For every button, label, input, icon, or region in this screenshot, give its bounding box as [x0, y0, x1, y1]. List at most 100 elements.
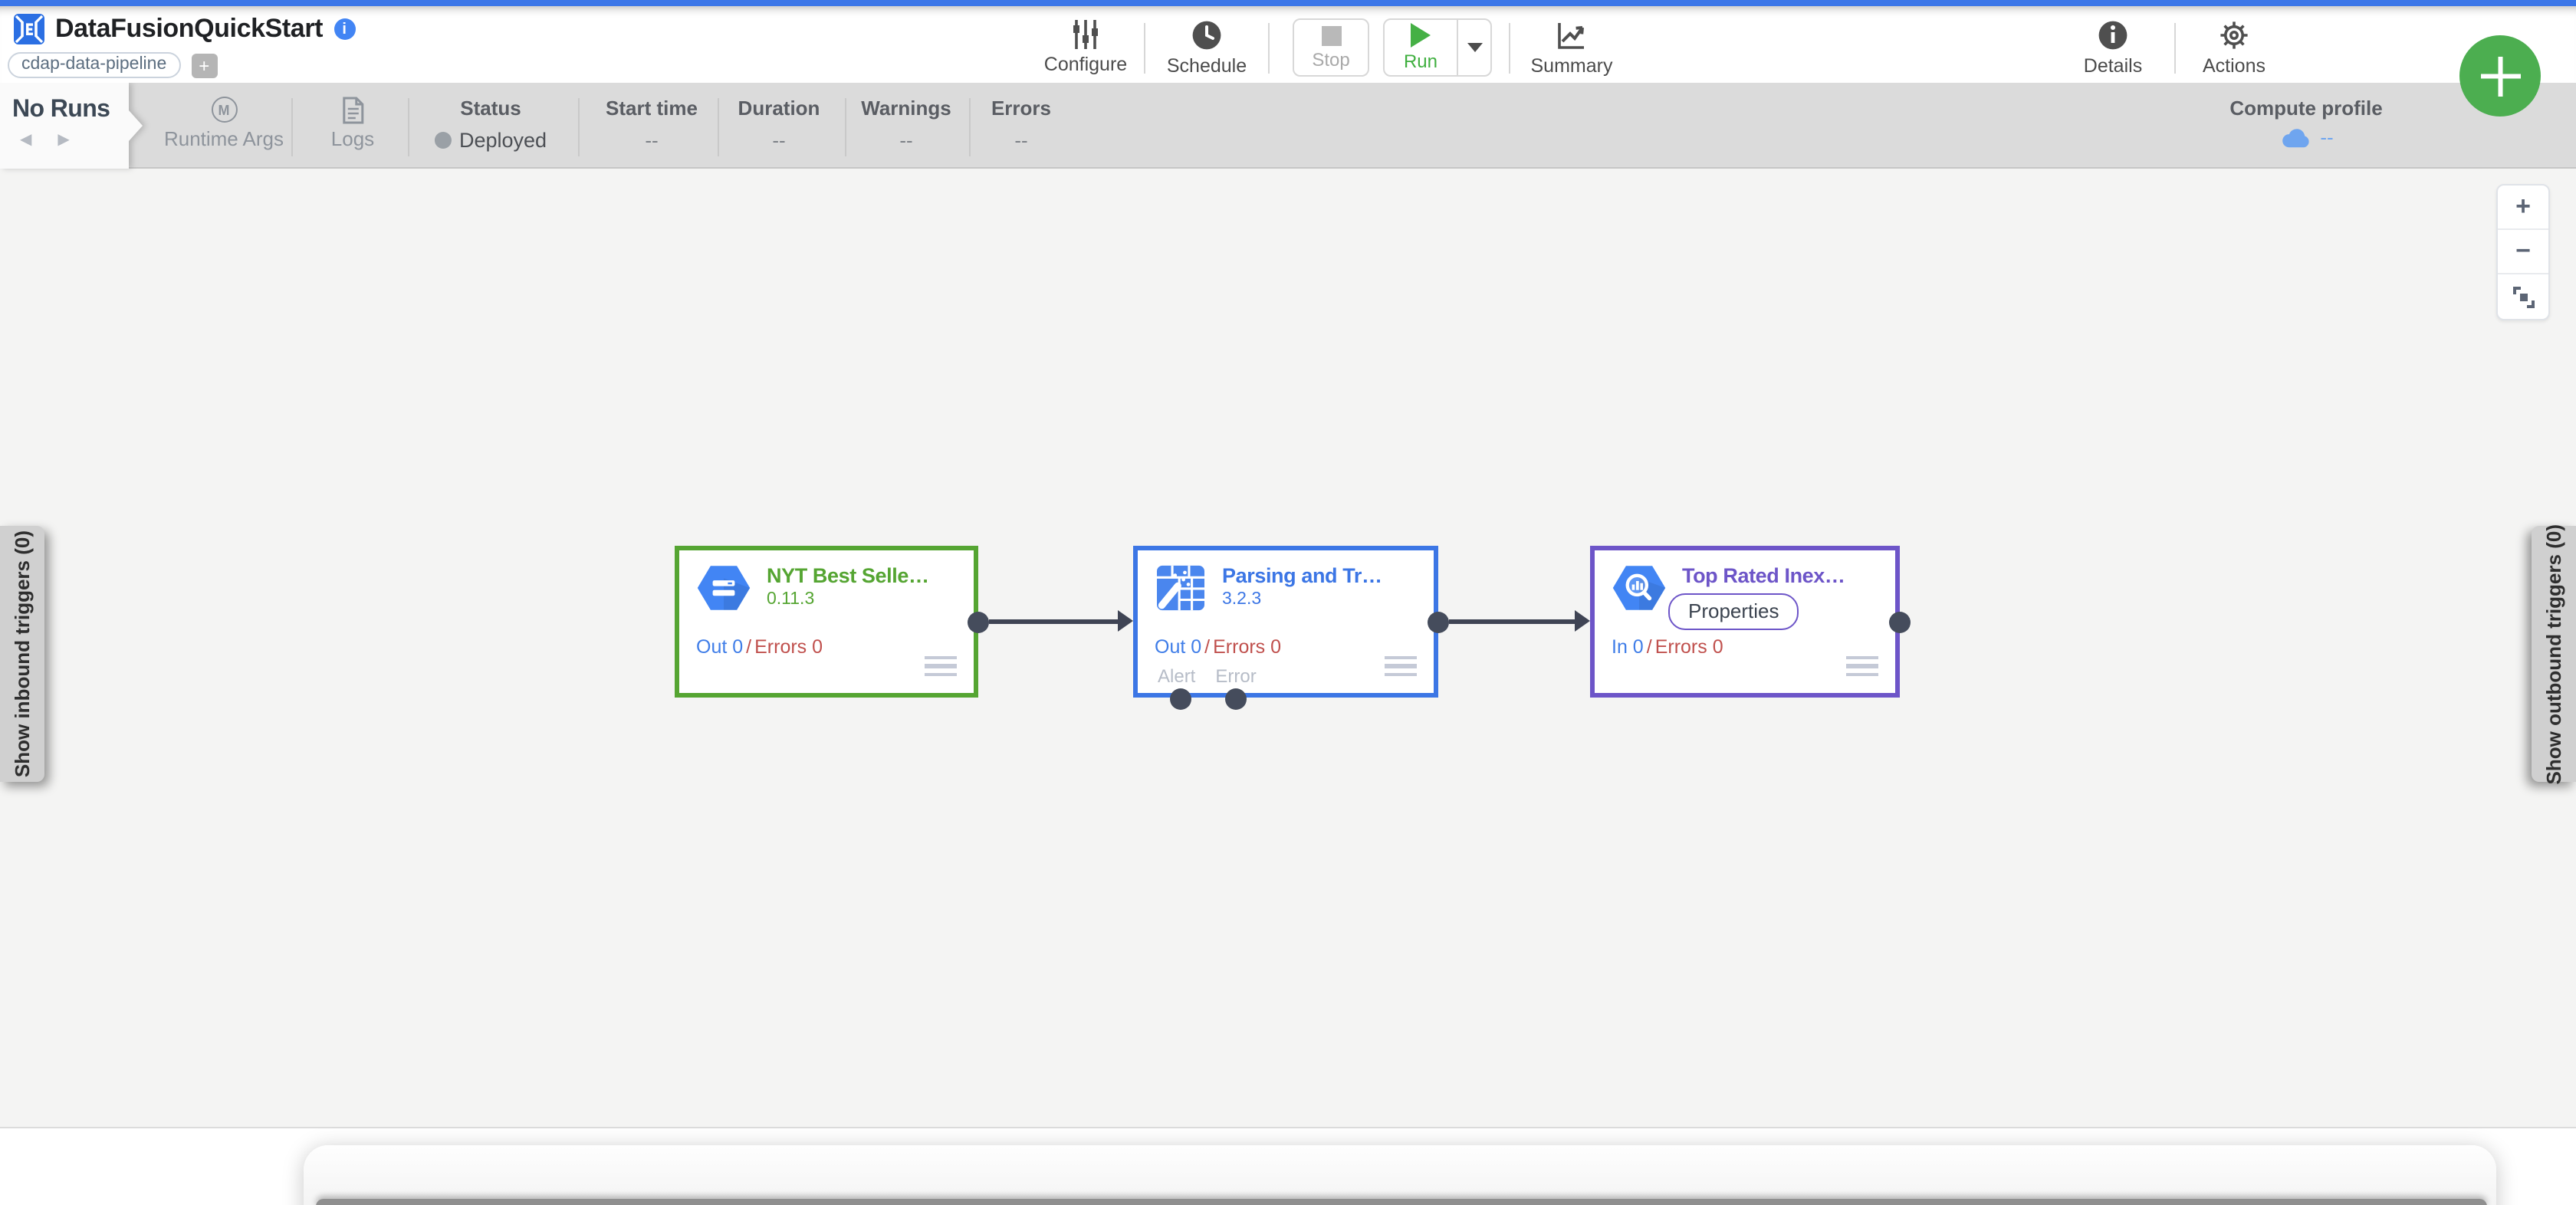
- errors-metric[interactable]: Errors 0: [1213, 636, 1282, 658]
- add-plugin-fab-button[interactable]: [2459, 35, 2541, 117]
- toolbar-divider: [1144, 22, 1145, 73]
- duration-value: --: [772, 129, 786, 152]
- alert-port-label: Alert: [1158, 665, 1196, 687]
- pipeline-info-icon[interactable]: i: [334, 18, 356, 40]
- node-source[interactable]: NYT Best Selle… 0.11.3 Out 0/Errors 0: [675, 546, 978, 698]
- outbound-triggers-tab[interactable]: Show outbound triggers (0): [2532, 524, 2576, 784]
- transform-output-port[interactable]: [1428, 611, 1449, 632]
- error-port-label: Error: [1215, 665, 1257, 687]
- node-title: Top Rated Inex…: [1682, 564, 1845, 587]
- logs-label: Logs: [330, 127, 375, 150]
- out-metric[interactable]: Out 0: [1155, 636, 1202, 658]
- pipeline-canvas[interactable]: + − Show inbound triggers (0) Show outbo…: [0, 169, 2576, 1127]
- transform-alert-port[interactable]: [1169, 688, 1191, 709]
- gcs-hexagon-icon: [696, 564, 751, 612]
- toolbar-divider: [1509, 22, 1510, 73]
- metric-separator: /: [746, 636, 752, 658]
- errors-metric[interactable]: Errors 0: [1654, 636, 1723, 658]
- summary-label: Summary: [1530, 54, 1613, 76]
- outbound-triggers-label: Show outbound triggers (0): [2542, 524, 2565, 784]
- runs-pager-arrows: ◀ ▶: [20, 132, 129, 149]
- node-sink[interactable]: Top Rated Inex… Properties In 0/Errors 0: [1590, 546, 1900, 698]
- node-title: Parsing and Tr…: [1222, 564, 1382, 587]
- run-divider: [1457, 20, 1458, 75]
- node-title: NYT Best Selle…: [767, 564, 929, 587]
- in-metric[interactable]: In 0: [1612, 636, 1644, 658]
- warnings-label: Warnings: [861, 97, 951, 120]
- details-label: Details: [2083, 54, 2143, 76]
- bottom-console-edge[interactable]: [316, 1199, 2487, 1205]
- connection-source-to-transform[interactable]: [989, 619, 1118, 624]
- runs-pager: No Runs ◀ ▶: [0, 83, 143, 169]
- node-transform[interactable]: Parsing and Tr… 3.2.3 Out 0/Errors 0 Ale…: [1133, 546, 1438, 698]
- runbar-divider: [718, 98, 719, 156]
- errors-value: --: [1014, 129, 1028, 152]
- pipeline-type-badge: cdap-data-pipeline: [8, 52, 181, 78]
- runbar-divider: [291, 98, 293, 156]
- node-menu-icon[interactable]: [925, 655, 957, 681]
- actions-button[interactable]: Actions: [2179, 14, 2289, 81]
- previous-run-arrow[interactable]: ◀: [20, 132, 32, 149]
- stop-button[interactable]: Stop: [1293, 18, 1369, 77]
- status-value: Deployed: [458, 129, 547, 152]
- stop-label: Stop: [1312, 48, 1350, 70]
- compute-profile-value: --: [2320, 126, 2334, 149]
- warnings-value: --: [899, 129, 913, 152]
- pipeline-title: DataFusionQuickStart: [55, 14, 324, 43]
- compute-profile-label: Compute profile: [2229, 97, 2383, 120]
- bigquery-hexagon-icon: [1612, 564, 1667, 612]
- node-metrics: Out 0/Errors 0: [1155, 636, 1281, 658]
- errors-metric[interactable]: Errors 0: [754, 636, 823, 658]
- summary-button[interactable]: Summary: [1513, 14, 1630, 81]
- run-status-bar: No Runs ◀ ▶ M Runtime Args Logs Status: [0, 83, 2576, 169]
- start-time-value: --: [645, 129, 659, 152]
- no-runs-label: No Runs: [12, 97, 110, 123]
- inbound-triggers-tab[interactable]: Show inbound triggers (0): [0, 526, 44, 782]
- runbar-divider: [408, 98, 409, 156]
- bottom-dock-shadow: [304, 1145, 2496, 1205]
- pipeline-logo-icon: [14, 14, 44, 44]
- configure-label: Configure: [1043, 54, 1128, 75]
- configure-button[interactable]: Configure: [1030, 14, 1141, 81]
- run-options-dropdown[interactable]: [1458, 20, 1490, 75]
- actions-label: Actions: [2203, 54, 2266, 76]
- run-button[interactable]: Run: [1385, 20, 1457, 75]
- start-time-column: Start time --: [606, 97, 698, 152]
- status-column: Status Deployed: [434, 97, 547, 152]
- runtime-args-button[interactable]: M Runtime Args: [164, 97, 284, 150]
- status-label: Status: [460, 97, 521, 120]
- toolbar-right-actions: Details Actions: [2055, 14, 2289, 81]
- status-dot-icon: [434, 132, 452, 149]
- details-button[interactable]: Details: [2055, 14, 2171, 81]
- source-output-port[interactable]: [968, 611, 989, 632]
- fit-to-screen-button[interactable]: [2498, 274, 2548, 319]
- configure-sliders-icon: [1070, 20, 1101, 49]
- add-tag-button[interactable]: +: [191, 53, 218, 77]
- run-button-group: Run: [1383, 18, 1492, 77]
- stop-square-icon: [1321, 25, 1341, 45]
- bottom-panel-area: [0, 1127, 2576, 1205]
- next-run-arrow[interactable]: ▶: [58, 132, 70, 149]
- schedule-button[interactable]: Schedule: [1148, 14, 1265, 81]
- transform-error-port[interactable]: [1225, 688, 1247, 709]
- sink-output-port[interactable]: [1889, 611, 1911, 632]
- cloud-icon: [2279, 126, 2312, 148]
- node-menu-icon[interactable]: [1385, 655, 1417, 681]
- run-play-icon: [1411, 23, 1431, 48]
- app-bar-strip: [0, 0, 2576, 6]
- pipeline-brand: DataFusionQuickStart i: [14, 14, 356, 44]
- zoom-out-button[interactable]: −: [2498, 230, 2548, 274]
- node-port-labels: Alert Error: [1158, 665, 1257, 687]
- schedule-label: Schedule: [1166, 54, 1247, 76]
- zoom-in-button[interactable]: +: [2498, 186, 2548, 230]
- node-menu-icon[interactable]: [1846, 655, 1878, 681]
- node-metrics: In 0/Errors 0: [1612, 636, 1723, 658]
- inbound-triggers-label: Show inbound triggers (0): [11, 530, 34, 778]
- pipeline-tags: cdap-data-pipeline +: [8, 52, 218, 78]
- logs-button[interactable]: Logs: [331, 97, 374, 150]
- out-metric[interactable]: Out 0: [696, 636, 744, 658]
- connection-transform-to-sink[interactable]: [1449, 619, 1575, 624]
- properties-button[interactable]: Properties: [1668, 593, 1799, 630]
- compute-profile[interactable]: Compute profile --: [2229, 97, 2382, 149]
